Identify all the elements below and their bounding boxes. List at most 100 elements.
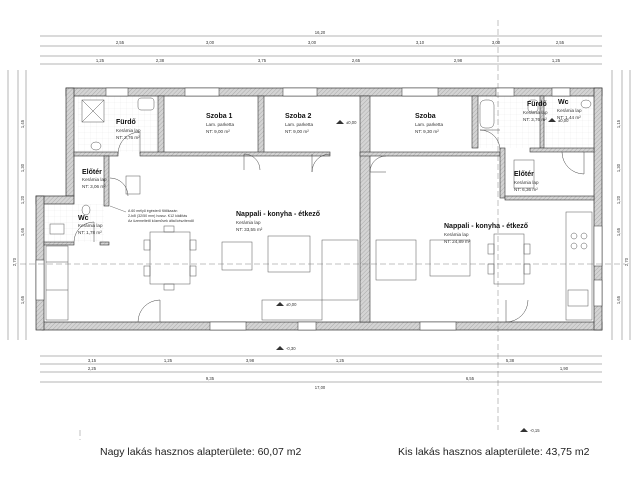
dim-right-3: 1,20: [616, 195, 621, 204]
room-floor: Kerámia lap: [236, 220, 261, 225]
room-szoba-2: Szoba 2 Lam. parketta NT: 9,00 m²: [285, 113, 314, 134]
room-floor: Kerámia lap: [514, 180, 539, 185]
dim-left-4: 1,65: [20, 227, 25, 236]
note-line-1: A 60 mélyű égésterű fűtőkazán: [128, 209, 177, 213]
room-floor: Lam. parketta: [206, 122, 235, 127]
dim-bottom2-3: 6,55: [466, 376, 475, 381]
room-floor: Kerámia lap: [82, 177, 107, 182]
room-floor: Kerámia lap: [78, 223, 103, 228]
room-area: NT: 1,78 m²: [78, 230, 102, 235]
room-area: NT: 1,44 m²: [557, 115, 581, 120]
room-name: Szoba 2: [285, 113, 312, 120]
dimension-labels: 16,20 2,55 3,00 3,00 3,10 3,00 2,55 1,25…: [12, 30, 629, 390]
room-floor: Kerámia lap: [116, 128, 141, 133]
level-markers: ±0,00 ±0,00 ±0,00 -0,30 -0,15: [276, 118, 569, 433]
dim-right-1: 1,15: [616, 119, 621, 128]
dim-left-1: 1,45: [20, 119, 25, 128]
room-labels: Fürdő Kerámia lap NT: 3,76 m² Szoba 1 La…: [78, 99, 582, 244]
room-floor: Lam. parketta: [285, 122, 314, 127]
small-flat-area-summary: Kis lakás hasznos alapterülete: 43,75 m2: [398, 446, 590, 458]
dim-bottom2-1: 2,25: [88, 366, 97, 371]
dim-bottom-2: 1,25: [164, 358, 173, 363]
dim-right-2: 1,30: [616, 163, 621, 172]
room-name: Szoba 1: [206, 113, 233, 120]
room-nappali-right: Nappali - konyha - étkező Kerámia lap NT…: [444, 223, 528, 244]
inner-walls: [43, 95, 595, 323]
furniture: [45, 159, 593, 321]
dim-top2-1: 1,25: [96, 58, 105, 63]
dim-top2-5: 2,98: [454, 58, 463, 63]
room-floor: Kerámia lap: [444, 232, 469, 237]
section-line: [20, 20, 625, 440]
level-ground-left: -0,30: [286, 346, 296, 351]
dim-top2-4: 2,65: [352, 58, 361, 63]
dim-left-3: 1,20: [20, 195, 25, 204]
room-area: NT: 24,89 m²: [444, 239, 471, 244]
room-area: NT: 9,00 m²: [285, 129, 309, 134]
dim-top-5: 3,00: [492, 40, 501, 45]
room-eloter-left: Előtér Kerámia lap NT: 3,06 m²: [82, 169, 107, 189]
room-area: NT: 3,76 m²: [116, 135, 140, 140]
room-name: Előtér: [82, 169, 102, 176]
note-line-3: Az üzemeltető közművek által készítendő: [128, 219, 194, 223]
room-name: Nappali - konyha - étkező: [236, 211, 320, 218]
room-floor: Kerámia lap: [523, 110, 548, 115]
dim-bottom-5: 5,38: [506, 358, 515, 363]
dim-left-5: 2,70: [12, 257, 17, 266]
dim-top-3: 3,00: [308, 40, 317, 45]
doors: [73, 129, 585, 323]
dim-left-2: 1,30: [20, 163, 25, 172]
room-wc-right: Wc Kerámia lap NT: 1,44 m²: [557, 99, 582, 120]
dim-top-2: 3,00: [206, 40, 215, 45]
room-name: Fürdő: [527, 101, 547, 108]
level-ground-right: -0,15: [530, 428, 540, 433]
dim-bottom2-2: 9,35: [206, 376, 215, 381]
room-name: Előtér: [514, 171, 534, 178]
room-furdo-right: Fürdő Kerámia lap NT: 3,76 m²: [523, 101, 548, 122]
note-line-2: 2-ből (32/50 mm) hossz. K12 kiállítás: [128, 214, 187, 218]
dim-top-1: 2,55: [116, 40, 125, 45]
dim-right-4: 1,65: [616, 227, 621, 236]
tiled-areas: [44, 96, 596, 242]
dim-bottom-4: 1,25: [336, 358, 345, 363]
level-floor-mid: ±0,00: [346, 120, 357, 125]
room-nappali-left: Nappali - konyha - étkező Kerámia lap NT…: [236, 211, 320, 232]
dim-top-4: 3,10: [416, 40, 425, 45]
dimension-lines: [7, 35, 631, 383]
room-area: NT: 9,00 m²: [206, 129, 230, 134]
dim-right-6: 1,65: [616, 295, 621, 304]
room-area: NT: 3,06 m²: [82, 184, 106, 189]
level-floor-left: ±0,00: [286, 302, 297, 307]
windows: [35, 87, 603, 331]
dim-top2-3: 3,75: [258, 58, 267, 63]
room-name: Fürdő: [116, 119, 136, 126]
room-szoba-right: Szoba Lam. parketta NT: 9,30 m²: [415, 113, 444, 134]
room-floor: Kerámia lap: [557, 108, 582, 113]
room-name: Wc: [558, 99, 569, 106]
room-floor: Lam. parketta: [415, 122, 444, 127]
room-eloter-right: Előtér Kerámia lap NT: 6,36 m²: [514, 171, 539, 192]
dim-top-6: 2,55: [556, 40, 565, 45]
room-furdo-left: Fürdő Kerámia lap NT: 3,76 m²: [116, 119, 141, 140]
room-area: NT: 6,36 m²: [514, 187, 538, 192]
dim-top2-6: 1,25: [552, 58, 561, 63]
level-floor-right: ±0,00: [558, 118, 569, 123]
room-area: NT: 33,55 m²: [236, 227, 263, 232]
room-wc-left: Wc Kerámia lap NT: 1,78 m²: [78, 215, 103, 235]
dim-left-6: 1,65: [20, 295, 25, 304]
dim-bottom2-4: 1,90: [560, 366, 569, 371]
dim-top2-2: 2,38: [156, 58, 165, 63]
room-area: NT: 9,30 m²: [415, 129, 439, 134]
dim-bottom-1: 3,15: [88, 358, 97, 363]
dim-right-5: 2,70: [624, 257, 629, 266]
bathroom-fixtures: [49, 97, 592, 235]
dim-total-top: 16,20: [315, 30, 326, 35]
room-szoba-1: Szoba 1 Lam. parketta NT: 9,00 m²: [206, 113, 235, 134]
room-name: Wc: [78, 215, 89, 222]
dim-total-bottom: 17,00: [315, 385, 326, 390]
heating-note: A 60 mélyű égésterű fűtőkazán 2-ből (32/…: [109, 205, 194, 223]
dim-bottom-3: 3,98: [246, 358, 255, 363]
room-area: NT: 3,76 m²: [523, 117, 547, 122]
room-name: Szoba: [415, 113, 436, 120]
